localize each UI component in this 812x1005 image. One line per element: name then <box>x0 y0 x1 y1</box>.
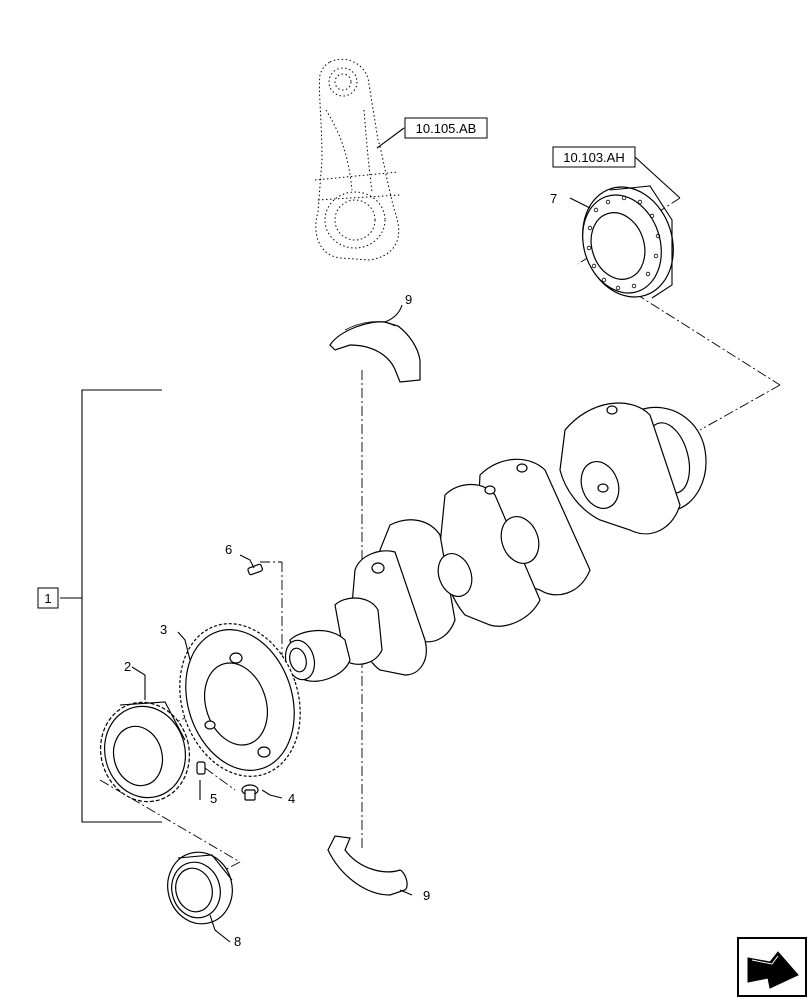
front-oil-seal <box>167 851 233 925</box>
svg-text:10.103.AH: 10.103.AH <box>563 150 624 165</box>
reference-box-assembly[interactable]: 1 <box>37 587 59 609</box>
dowel-pin-6 <box>247 563 263 576</box>
callout-8: 8 <box>234 934 241 949</box>
svg-text:1: 1 <box>44 591 51 606</box>
connecting-rod-phantom <box>314 58 405 261</box>
callout-5: 5 <box>210 791 217 806</box>
crankshaft-gear <box>99 701 191 803</box>
reference-box-rear-seal-housing[interactable]: 10.103.AH <box>552 146 681 199</box>
upper-bearing-shell <box>329 304 421 383</box>
leader-lines <box>131 554 413 943</box>
callout-7: 7 <box>550 191 557 206</box>
reference-box-connecting-rod[interactable]: 10.105.AB <box>404 117 488 139</box>
callout-labels: 2 3 4 5 6 7 8 9 9 <box>124 191 557 949</box>
callout-9-upper: 9 <box>405 292 412 307</box>
svg-text:10.105.AB: 10.105.AB <box>416 121 477 136</box>
callout-6: 6 <box>225 542 232 557</box>
crankshaft <box>284 402 707 682</box>
next-page-arrow-icon[interactable] <box>737 937 807 997</box>
callout-2: 2 <box>124 659 131 674</box>
callout-9-lower: 9 <box>423 888 430 903</box>
callout-3: 3 <box>160 622 167 637</box>
callout-4: 4 <box>288 791 295 806</box>
dowel-pin-5 <box>196 761 206 775</box>
rear-seal-housing <box>569 185 674 299</box>
timing-ring <box>179 623 301 777</box>
assembly-bracket <box>60 389 162 823</box>
screw-4 <box>241 784 259 801</box>
lower-bearing-shell <box>327 835 408 896</box>
